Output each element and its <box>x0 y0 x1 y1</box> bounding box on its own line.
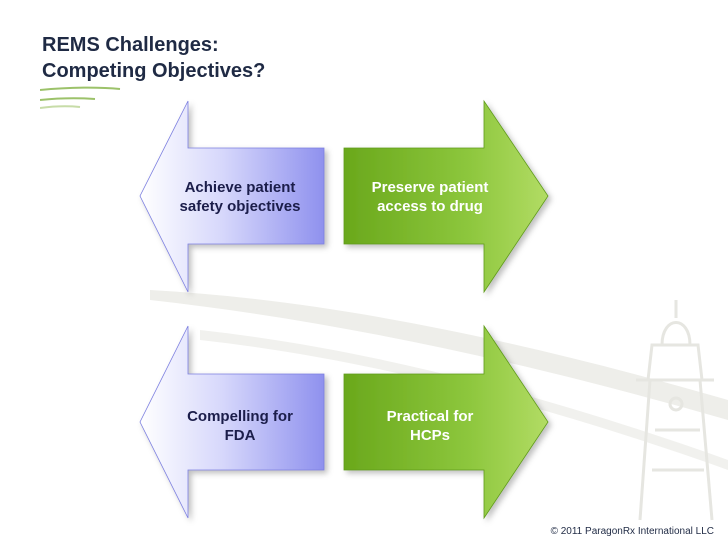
title-line-1: REMS Challenges: <box>42 34 219 56</box>
arrow-label-line: HCPs <box>409 427 450 444</box>
lighthouse-watermark-icon <box>636 300 714 521</box>
title-line-2: Competing Objectives? <box>42 60 266 82</box>
arrow-right-hcps <box>343 324 549 520</box>
arrow-left-safety <box>139 100 325 293</box>
copyright-footer: © 2011 ParagonRx International LLC <box>550 526 714 537</box>
arrow-label-line: safety objectives <box>179 198 301 215</box>
arrow-label-line: Practical for <box>386 408 474 425</box>
arrow-label-access: Preserve patient access to drug <box>344 178 516 216</box>
arrow-label-line: Achieve patient <box>184 179 296 196</box>
title-underline-swoosh <box>40 86 121 109</box>
arrow-right-access <box>343 99 549 294</box>
arrow-label-fda: Compelling for FDA <box>160 407 320 445</box>
arrow-label-line: Preserve patient <box>371 179 489 196</box>
slide-title: REMS Challenges: Competing Objectives? <box>42 32 265 84</box>
arrow-label-safety: Achieve patient safety objectives <box>160 178 320 216</box>
arrow-left-fda <box>139 325 325 519</box>
arrow-label-line: FDA <box>224 427 256 444</box>
arrow-label-hcps: Practical for HCPs <box>344 407 516 445</box>
arrow-label-line: access to drug <box>377 198 483 215</box>
arrow-label-line: Compelling for <box>187 408 293 425</box>
